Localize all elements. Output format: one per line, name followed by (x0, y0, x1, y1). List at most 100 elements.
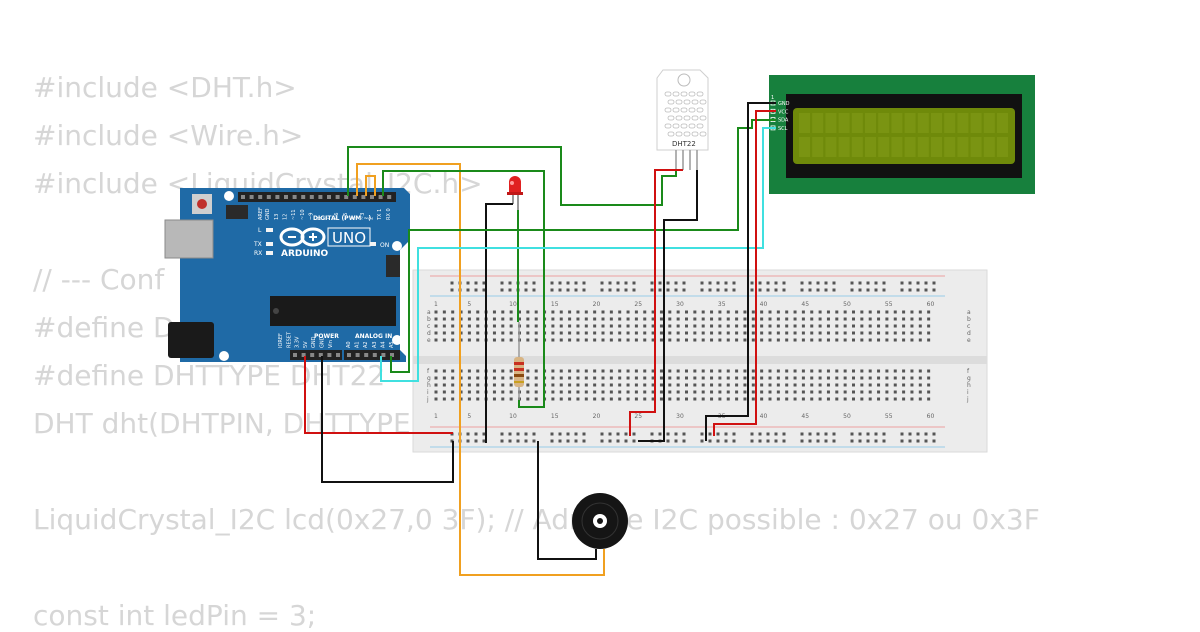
wire-green-2 (382, 170, 545, 408)
pin-label: Vin (328, 340, 334, 348)
wire-green-scl (390, 119, 776, 373)
pin-label: 12 (283, 214, 289, 220)
digital-header-label: DIGITAL (PWM ~) (313, 215, 371, 222)
code-line: const int ledPin = 3; (33, 599, 317, 632)
pin-label: A2 (363, 341, 369, 348)
column-number: 50 (843, 301, 851, 308)
wire-orange (356, 163, 605, 576)
column-number: 30 (676, 413, 684, 420)
wire-black-dht (638, 170, 698, 442)
row-letter: g (427, 375, 431, 382)
pin-label: GND (320, 336, 326, 348)
lcd-pin-label: GND (778, 101, 790, 107)
arduino-model-label: UNO (332, 229, 366, 247)
wire-red-dht (629, 169, 683, 436)
row-letter: c (967, 323, 970, 330)
row-letter: d (427, 330, 431, 337)
row-letter: a (427, 309, 431, 316)
digital-header (238, 192, 396, 202)
pin-label: ~6 (334, 213, 340, 220)
column-number: 25 (634, 301, 642, 308)
row-letter: b (427, 316, 431, 323)
column-number: 45 (801, 413, 809, 420)
code-line: // --- Conf (33, 263, 165, 296)
row-letter: f (967, 368, 970, 375)
wire-black-led (485, 203, 513, 443)
wire-black-gnd (321, 356, 454, 483)
resistor[interactable] (514, 322, 524, 400)
pin-label: ~10 (300, 209, 306, 220)
row-letter: g (967, 375, 971, 382)
column-number: 20 (593, 413, 601, 420)
row-letter: c (427, 323, 430, 330)
lcd-pin-label: VCC (778, 109, 789, 115)
row-letter: e (427, 337, 431, 344)
pin-label: A1 (355, 341, 361, 348)
column-number: 15 (551, 301, 559, 308)
column-number: 30 (676, 301, 684, 308)
column-number: 20 (593, 301, 601, 308)
wire-black-buzzer (537, 441, 597, 560)
lcd-pin-label: SDA (778, 118, 789, 124)
row-letter: j (426, 396, 429, 403)
pin-label: 13 (274, 214, 280, 220)
column-number: 1 (434, 413, 438, 420)
pin-label: RX 0 (386, 208, 392, 220)
power-header-label: POWER (314, 333, 339, 340)
column-number: 60 (927, 413, 935, 420)
row-letter: a (967, 309, 971, 316)
analog-header-label: ANALOG IN (355, 333, 392, 340)
wire-orange-2 (365, 175, 376, 196)
wire-red-vcc (304, 356, 453, 434)
column-number: 10 (509, 413, 517, 420)
power-header (290, 350, 342, 360)
red-led[interactable] (507, 176, 523, 210)
pin-label: 2 (369, 217, 375, 220)
pin-label: A3 (372, 341, 378, 348)
code-line: #include <Wire.h> (33, 119, 304, 152)
reset-button[interactable] (192, 194, 212, 214)
column-number: 15 (551, 413, 559, 420)
row-letter: h (427, 382, 431, 389)
usb-connector (164, 219, 214, 259)
atmega-chip (270, 296, 396, 326)
column-number: 25 (634, 413, 642, 420)
code-line: DHT dht(DHTPIN, DHTTYPE (33, 407, 411, 440)
arduino-infinity-logo-icon (279, 227, 326, 247)
column-number: 40 (760, 413, 768, 420)
wires (304, 102, 776, 576)
row-letter: b (967, 316, 971, 323)
row-letter: f (427, 368, 430, 375)
piezo-buzzer[interactable] (572, 493, 628, 549)
dht22-label: DHT22 (672, 140, 696, 148)
power-jack (168, 322, 214, 358)
wire-red-lcd (713, 110, 776, 436)
column-number: 50 (843, 413, 851, 420)
column-number: 55 (885, 413, 893, 420)
column-number: 5 (467, 301, 471, 308)
code-line: #include <LiquidCrystal_I2C.h> (33, 167, 483, 200)
breadboard-holes (434, 281, 936, 443)
pin-label: ~5 (343, 213, 349, 220)
row-letter: h (967, 382, 971, 389)
row-letter: d (967, 330, 971, 337)
pin-label: 8 (317, 217, 323, 220)
pin-label: 5V (303, 341, 309, 348)
pin-label: RESET (286, 331, 292, 348)
pin-label: IOREF (278, 333, 284, 348)
arduino-uno-board[interactable]: ARDUINO UNO DIGITAL (PWM ~) POWER ANALOG… (164, 188, 410, 362)
row-letter: j (966, 396, 969, 403)
pin-label: A4 (380, 341, 386, 348)
column-number: 1 (434, 301, 438, 308)
on-led-label: ON (380, 242, 389, 249)
column-number: 45 (801, 301, 809, 308)
pin-label: 3.3V (295, 336, 301, 348)
dht22-sensor[interactable]: DHT22 (656, 69, 709, 170)
wire-black-lcd (705, 102, 776, 441)
